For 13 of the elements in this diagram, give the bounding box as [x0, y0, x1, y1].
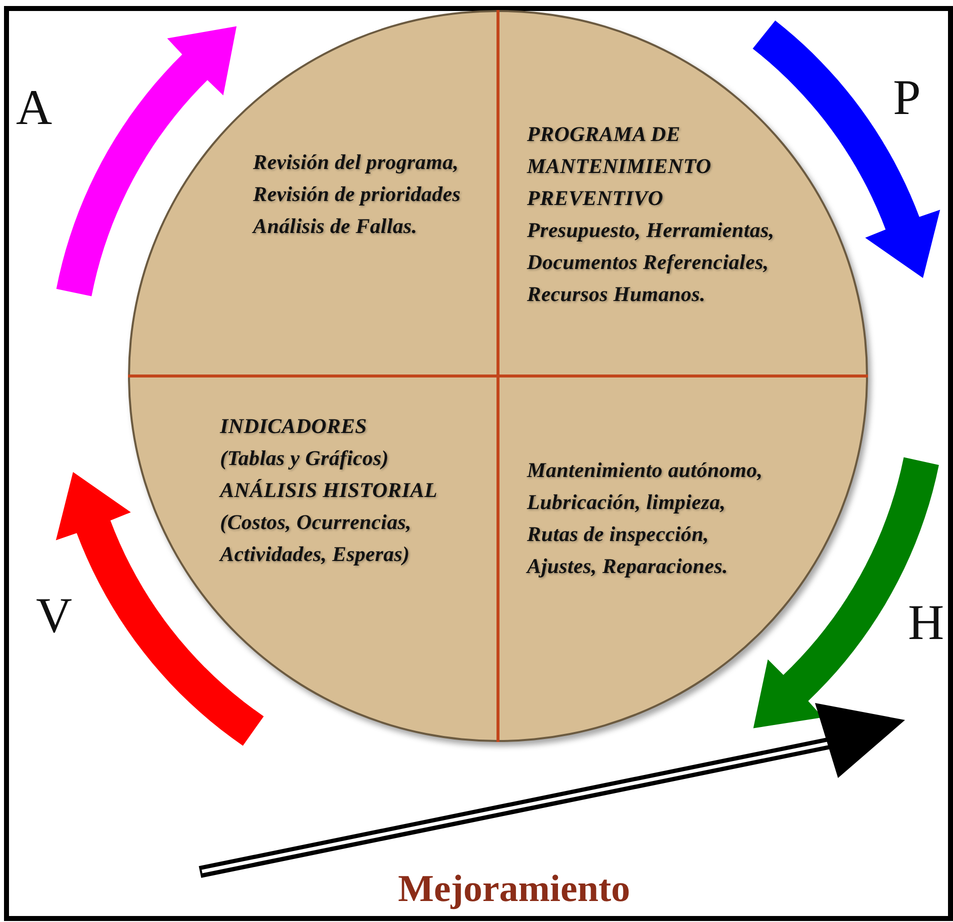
- quadrant-text: PROGRAMA DE MANTENIMIENTO PREVENTIVO: [527, 121, 712, 212]
- quadrant-text: (Tablas y Gráficos): [220, 445, 390, 472]
- quadrant-text: Mantenimiento autónomo, Lubricación, limpieza, Rutas de inspección, Ajustes, Reparaciones.: [527, 457, 764, 580]
- quadrant-text: INDICADORES: [220, 413, 368, 440]
- quadrant-text: ANÁLISIS HISTORIAL: [220, 477, 438, 504]
- arrow-caption: Mejoramiento: [398, 870, 630, 908]
- quadrant-text: Presupuesto, Herramientas, Documentos Referenciales, Recursos Humanos.: [527, 217, 776, 308]
- phase-letter: P: [893, 72, 921, 122]
- phase-letter: A: [16, 82, 52, 132]
- phase-letter: V: [36, 590, 72, 640]
- quadrant-text: (Costos, Ocurrencias, Actividades, Esperas): [220, 509, 412, 568]
- quadrant-text: Revisión del programa, Revisión de prioridades Análisis de Fallas.: [253, 149, 462, 240]
- phase-letter: H: [908, 597, 944, 647]
